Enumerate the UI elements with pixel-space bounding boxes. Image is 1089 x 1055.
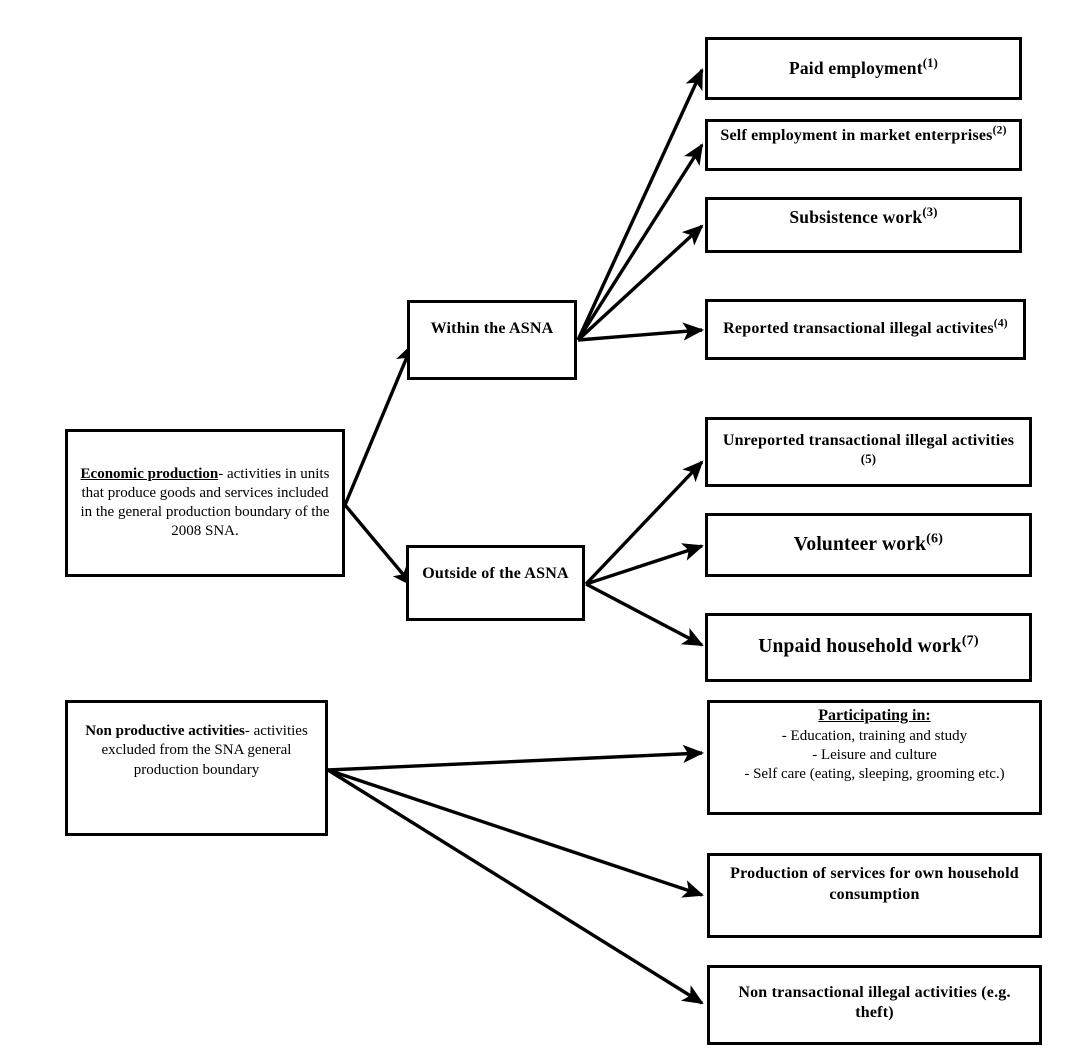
node-reported-transactional-illegal[interactable]: Reported transactional illegal activites… [705, 299, 1026, 360]
arrow-outside-to-unreported-illegal [584, 460, 704, 586]
unpaid-household-text: Unpaid household work(7) [708, 632, 1029, 660]
unpaid-household-note: (7) [961, 632, 979, 649]
arrow-nonprod-to-participating [327, 744, 705, 772]
node-within-the-asna[interactable]: Within the ASNA [407, 300, 577, 380]
node-production-services-own-household[interactable]: Production of services for own household… [707, 853, 1042, 938]
economic-production-text: Economic production- activities in units… [68, 465, 342, 542]
reported-illegal-label: Reported transactional illegal activites [723, 320, 994, 338]
self-employment-note: (2) [992, 124, 1007, 137]
outside-of-the-asna-label: Outside of the ASNA [422, 564, 569, 582]
volunteer-work-note: (6) [926, 530, 944, 547]
node-non-productive-activities[interactable]: Non productive activities- activities ex… [65, 700, 328, 836]
reported-illegal-note: (4) [993, 317, 1008, 330]
economic-production-body: - activities in units that produce goods… [80, 465, 330, 540]
arrow-outside-to-volunteer-work [585, 543, 704, 586]
arrow-within-to-self-employment [576, 143, 704, 341]
node-unreported-transactional-illegal[interactable]: Unreported transactional illegal activit… [705, 417, 1032, 487]
node-outside-of-the-asna[interactable]: Outside of the ASNA [406, 545, 585, 621]
within-the-asna-label: Within the ASNA [430, 319, 554, 337]
unreported-illegal-label: Unreported transactional illegal activit… [722, 431, 1015, 449]
reported-illegal-text: Reported transactional illegal activites… [708, 317, 1023, 339]
unreported-illegal-note: (5) [860, 452, 877, 467]
arrow-within-to-reported-illegal [577, 322, 705, 342]
paid-employment-note: (1) [922, 56, 939, 71]
economic-production-heading: Economic production [80, 465, 219, 482]
own-household-label: Production of services for own household… [730, 865, 1019, 903]
participating-heading: Participating in: [818, 707, 931, 725]
arrow-econ-to-within [343, 343, 414, 506]
non-transactional-label: Non transactional illegal activities (e.… [738, 983, 1011, 1021]
participating-bullet-education: - Education, training and study [781, 727, 968, 744]
non-productive-body: - activities excluded from the SNA gener… [101, 723, 308, 778]
self-employment-text: Self employment in market enterprises(2) [708, 124, 1019, 164]
node-paid-employment[interactable]: Paid employment(1) [705, 37, 1022, 100]
participating-text: Participating in: - Education, training … [710, 706, 1039, 808]
paid-employment-label: Paid employment [788, 58, 923, 79]
node-volunteer-work[interactable]: Volunteer work(6) [705, 513, 1032, 577]
node-unpaid-household-work[interactable]: Unpaid household work(7) [705, 613, 1032, 682]
arrow-nonprod-to-own-household [327, 768, 704, 898]
volunteer-work-label: Volunteer work [793, 533, 927, 555]
volunteer-work-text: Volunteer work(6) [708, 530, 1029, 558]
unreported-illegal-text: Unreported transactional illegal activit… [708, 431, 1029, 474]
arrow-nonprod-to-non-transactional [327, 768, 704, 1005]
arrow-outside-to-unpaid-household [585, 582, 704, 647]
subsistence-work-note: (3) [922, 204, 938, 219]
node-participating-in[interactable]: Participating in: - Education, training … [707, 700, 1042, 815]
arrow-within-to-subsistence-work [576, 224, 704, 342]
paid-employment-text: Paid employment(1) [708, 57, 1019, 79]
non-productive-text: Non productive activities- activities ex… [68, 722, 325, 814]
participating-bullet-leisure: - Leisure and culture [812, 747, 937, 764]
arrow-econ-to-outside [343, 503, 414, 587]
subsistence-work-text: Subsistence work(3) [708, 206, 1019, 244]
participating-bullet-self-care: - Self care (eating, sleeping, grooming … [744, 766, 1005, 783]
node-non-transactional-illegal[interactable]: Non transactional illegal activities (e.… [707, 965, 1042, 1045]
non-productive-heading: Non productive activities [85, 723, 245, 740]
node-subsistence-work[interactable]: Subsistence work(3) [705, 197, 1022, 253]
node-economic-production[interactable]: Economic production- activities in units… [65, 429, 345, 577]
self-employment-label: Self employment in market enterprises [720, 126, 993, 144]
subsistence-work-label: Subsistence work [789, 206, 923, 227]
arrow-within-to-paid-employment [576, 68, 704, 341]
node-self-employment[interactable]: Self employment in market enterprises(2) [705, 119, 1022, 171]
unpaid-household-label: Unpaid household work [758, 636, 962, 658]
